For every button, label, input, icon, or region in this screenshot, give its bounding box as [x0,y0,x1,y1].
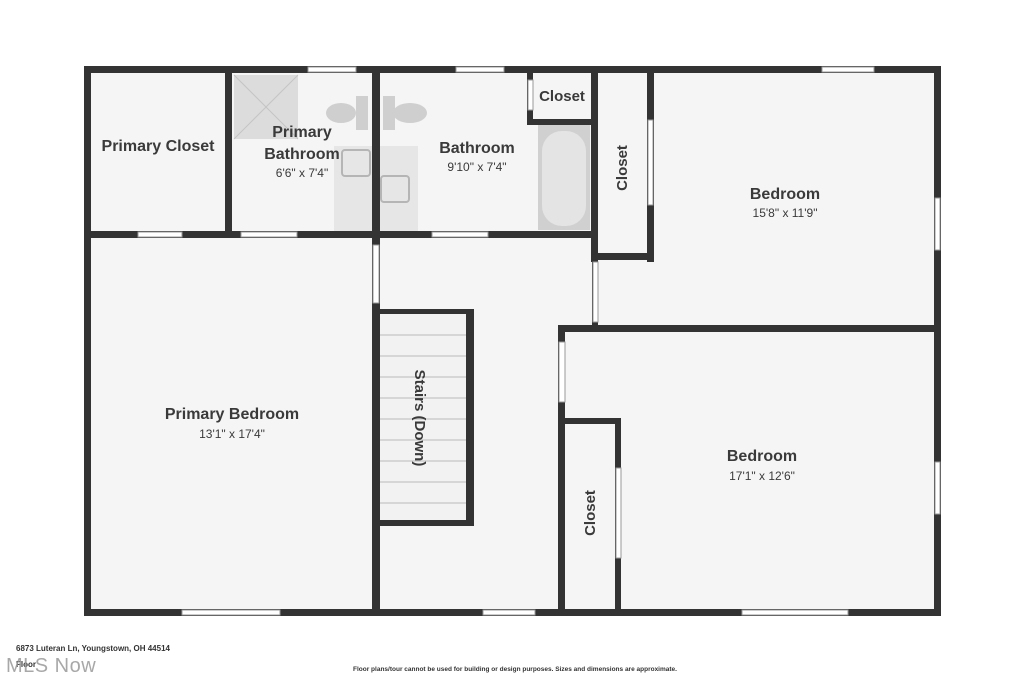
sink-basin [380,175,410,203]
room-name: Bedroom [750,186,820,203]
room-name: Bedroom [727,448,797,465]
windows-and-openings [137,66,941,616]
toilet-bowl [326,103,356,123]
room-dims: 15'8" x 11'9" [753,206,818,220]
bathtub-basin [542,131,586,226]
window [181,609,281,616]
disclaimer-text: Floor plans/tour cannot be used for buil… [353,666,677,673]
window [307,66,357,73]
mls-now-logo: MLS Now [6,655,97,677]
door-opening [137,231,183,238]
room-name: Closet [539,88,585,105]
window [821,66,875,73]
door-opening [558,341,566,403]
toilet-tank [356,96,368,130]
room-name: Primary Closet [102,138,216,155]
room-name: Primary [272,124,332,141]
door-opening [615,467,622,559]
room-name: Closet [614,145,631,191]
room-dims: 9'10" x 7'4" [447,160,506,174]
door-opening [592,261,599,323]
stairs [378,312,472,524]
room-name: Stairs (Down) [411,370,428,467]
room-labels: Primary Closet Primary Bathroom 6'6" x 7… [102,88,821,536]
window [455,66,505,73]
window [934,461,941,515]
door-opening [647,119,654,206]
room-name: Bathroom [439,140,515,157]
room-name: Bathroom [264,146,340,163]
room-dims: 17'1" x 12'6" [729,469,795,483]
door-opening [431,231,489,238]
room-dims: 6'6" x 7'4" [276,166,328,180]
window [482,609,536,616]
sink-basin [341,149,371,177]
door-opening [372,244,380,304]
window [741,609,849,616]
window [934,197,941,251]
toilet-tank [383,96,395,130]
door-opening [240,231,298,238]
room-name: Primary Bedroom [165,406,299,423]
floor-label: Floor [16,660,36,669]
room-name: Closet [582,490,599,536]
room-dims: 13'1" x 17'4" [199,427,265,441]
door-opening [527,79,534,111]
toilet-bowl [393,103,427,123]
property-address: 6873 Luteran Ln, Youngstown, OH 44514 [16,644,170,653]
